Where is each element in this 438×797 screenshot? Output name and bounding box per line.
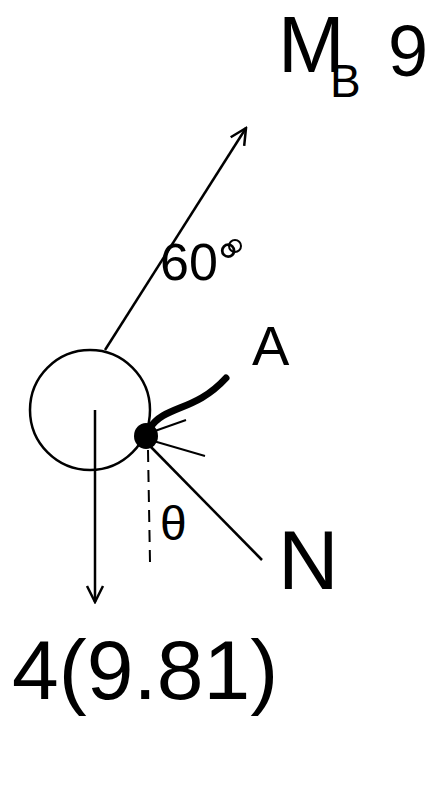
ball [30,350,150,470]
weight-label: 4(9.81) [12,628,278,712]
normal-force-label: N [278,518,339,602]
normal-line [150,446,262,560]
rope-label: A [252,318,289,374]
vertical-reference [148,450,150,562]
hatch-line [152,420,186,432]
mass-subscript: B [330,58,361,104]
tension-arrow [105,128,246,350]
contact-point [134,423,158,449]
angle-label: 60° [160,236,239,288]
weight-arrow [94,410,97,602]
angle-label: θ [160,500,187,548]
gravity-symbol: 9 [388,15,428,87]
rope [150,378,226,428]
